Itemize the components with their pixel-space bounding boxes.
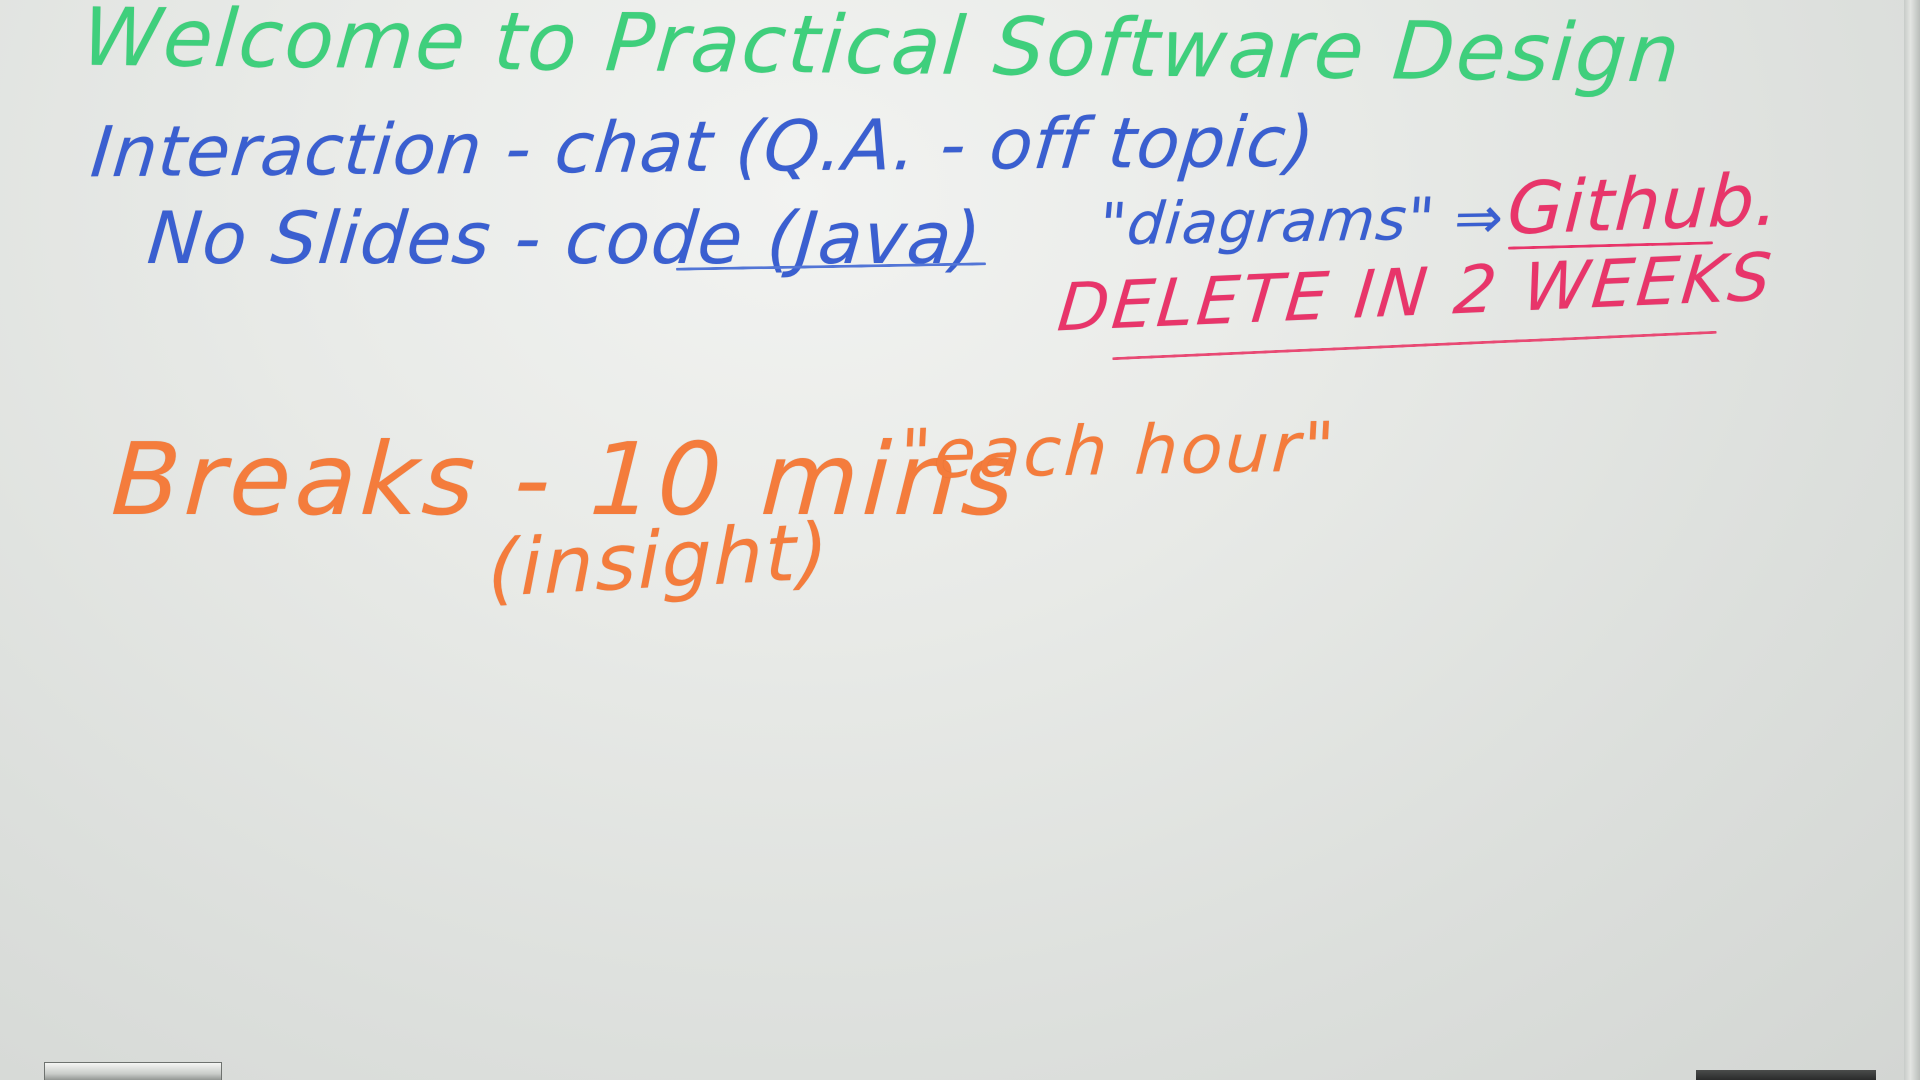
no-slides-note: No Slides - code (Java) [144, 196, 986, 280]
marker-tray-left [44, 1062, 222, 1080]
interaction-note: Interaction - chat (Q.A. - off topic) [87, 100, 1319, 194]
breaks-note: Breaks - 10 mins [108, 421, 1021, 538]
delete-warning: DELETE IN 2 WEEKS [1054, 238, 1778, 347]
each-hour-note: "each hour" [897, 408, 1340, 495]
diagrams-note: "diagrams" ⇒ [1096, 183, 1508, 259]
insight-note: (insight) [487, 507, 831, 615]
github-note: Github. [1505, 157, 1782, 251]
whiteboard-frame-edge [1904, 0, 1920, 1080]
marker-tray-right [1696, 1070, 1876, 1080]
whiteboard-title: Welcome to Practical Software Design [78, 0, 1685, 101]
